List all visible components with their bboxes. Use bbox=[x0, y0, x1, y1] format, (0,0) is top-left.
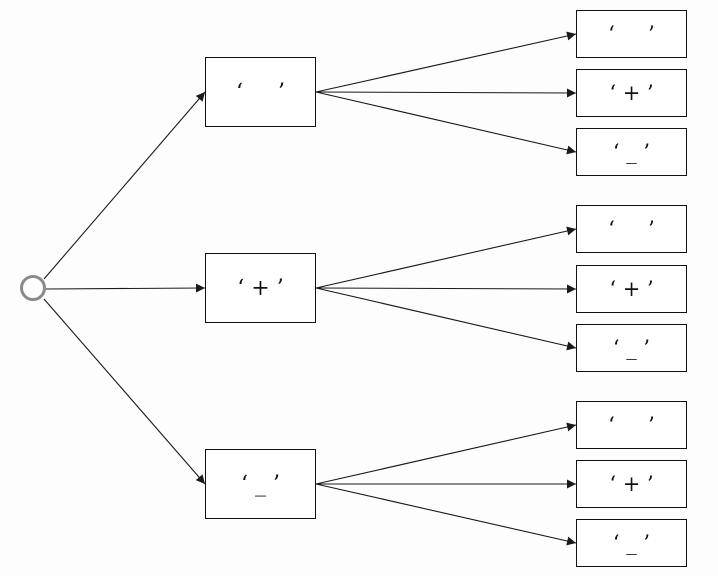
level2-node-2-2: ‘ _ ’ bbox=[576, 519, 687, 567]
edge-level1-0-to-level2-0 bbox=[315, 31, 577, 93]
root-node bbox=[20, 275, 46, 301]
edge-level1-0-to-level2-1 bbox=[315, 88, 577, 98]
level2-node-0-0-label: ‘ ’ bbox=[608, 22, 655, 46]
level2-node-2-2-label: ‘ _ ’ bbox=[612, 531, 651, 555]
level1-node-2: ‘ _ ’ bbox=[205, 449, 316, 519]
level2-node-2-0-label: ‘ ’ bbox=[608, 413, 655, 437]
level2-node-0-2-label: ‘ _ ’ bbox=[612, 140, 651, 164]
level2-node-0-1-label: ‘ + ’ bbox=[609, 81, 654, 105]
level2-node-1-1-label: ‘ + ’ bbox=[609, 277, 654, 301]
edge-level1-2-to-level2-2 bbox=[315, 483, 577, 546]
level1-node-1: ‘ + ’ bbox=[205, 253, 316, 323]
edge-level1-1-to-level2-0 bbox=[315, 226, 577, 289]
edge-level1-2-to-level2-0 bbox=[315, 422, 577, 485]
level1-node-2-label: ‘ _ ’ bbox=[241, 471, 280, 497]
level2-node-1-1: ‘ + ’ bbox=[576, 265, 687, 313]
level2-node-2-0: ‘ ’ bbox=[576, 401, 687, 449]
level1-node-0-label: ‘ ’ bbox=[236, 79, 285, 105]
level2-node-0-0: ‘ ’ bbox=[576, 10, 687, 58]
edge-root-to-level1-0 bbox=[43, 91, 206, 280]
level2-node-0-1: ‘ + ’ bbox=[576, 69, 687, 117]
edge-level1-1-to-level2-2 bbox=[315, 287, 577, 351]
edge-root-to-level1-1 bbox=[45, 283, 206, 293]
level1-node-1-label: ‘ + ’ bbox=[237, 275, 284, 301]
edge-level1-1-to-level2-1 bbox=[315, 284, 577, 294]
level2-node-1-2: ‘ _ ’ bbox=[576, 324, 687, 372]
level2-node-1-0: ‘ ’ bbox=[576, 205, 687, 253]
edge-level1-0-to-level2-2 bbox=[315, 91, 577, 155]
level2-node-2-1: ‘ + ’ bbox=[576, 460, 687, 508]
level2-node-1-2-label: ‘ _ ’ bbox=[612, 336, 651, 360]
level2-node-2-1-label: ‘ + ’ bbox=[609, 472, 654, 496]
level2-node-0-2: ‘ _ ’ bbox=[576, 128, 687, 176]
level2-node-1-0-label: ‘ ’ bbox=[608, 217, 655, 241]
level1-node-0: ‘ ’ bbox=[205, 57, 316, 127]
edge-root-to-level1-2 bbox=[43, 298, 206, 485]
